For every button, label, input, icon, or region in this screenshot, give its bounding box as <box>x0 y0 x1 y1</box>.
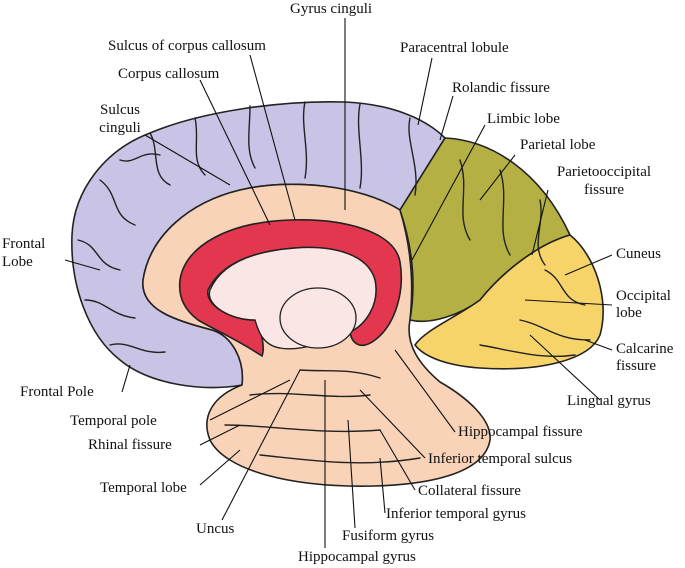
label-rolandic-fissure: Rolandic fissure <box>452 80 550 96</box>
label-frontal-lobe-line1: Frontal <box>2 236 46 252</box>
label-fusiform-gyrus: Fusiform gyrus <box>342 528 435 544</box>
label-parietal-lobe: Parietal lobe <box>520 137 596 153</box>
label-temporal-pole: Temporal pole <box>70 413 157 429</box>
label-parietooccipital-line2: fissure <box>584 182 624 198</box>
leader-lines <box>64 18 613 548</box>
label-uncus: Uncus <box>196 521 235 537</box>
label-inferior-temporal-gyrus: Inferior temporal gyrus <box>386 506 526 522</box>
label-lingual-gyrus: Lingual gyrus <box>567 393 651 409</box>
label-paracentral-lobule: Paracentral lobule <box>400 40 509 56</box>
label-sulcus-cinguli-line1: Sulcus <box>99 102 140 118</box>
label-calcarine-fissure-line2: fissure <box>616 358 656 374</box>
label-hippocampal-fissure: Hippocampal fissure <box>458 424 583 440</box>
label-occipital-lobe-line1: Occipital <box>616 288 671 304</box>
label-calcarine-fissure-line1: Calcarine <box>616 341 674 357</box>
label-gyrus-cinguli: Gyrus cinguli <box>290 1 373 17</box>
label-cuneus: Cuneus <box>616 246 661 262</box>
thalamus-core <box>279 287 357 349</box>
label-rhinal-fissure: Rhinal fissure <box>88 437 172 453</box>
occipital-lobe-region <box>414 234 604 370</box>
label-corpus-callosum: Corpus callosum <box>118 66 220 82</box>
label-hippocampal-gyrus: Hippocampal gyrus <box>298 549 416 565</box>
label-sulcus-cinguli-line2: cinguli <box>99 120 141 136</box>
label-frontal-lobe-line2: Lobe <box>2 254 33 270</box>
label-temporal-lobe: Temporal lobe <box>100 480 187 496</box>
label-inferior-temporal-sulcus: Inferior temporal sulcus <box>428 451 573 467</box>
label-collateral-fissure: Collateral fissure <box>418 483 521 499</box>
label-occipital-lobe-line2: lobe <box>616 305 642 321</box>
label-frontal-pole: Frontal Pole <box>20 384 94 400</box>
label-sulcus-of-corpus-callosum: Sulcus of corpus callosum <box>108 38 266 54</box>
label-parietooccipital-line1: Parietooccipital <box>556 164 652 180</box>
label-limbic-lobe: Limbic lobe <box>487 111 560 127</box>
